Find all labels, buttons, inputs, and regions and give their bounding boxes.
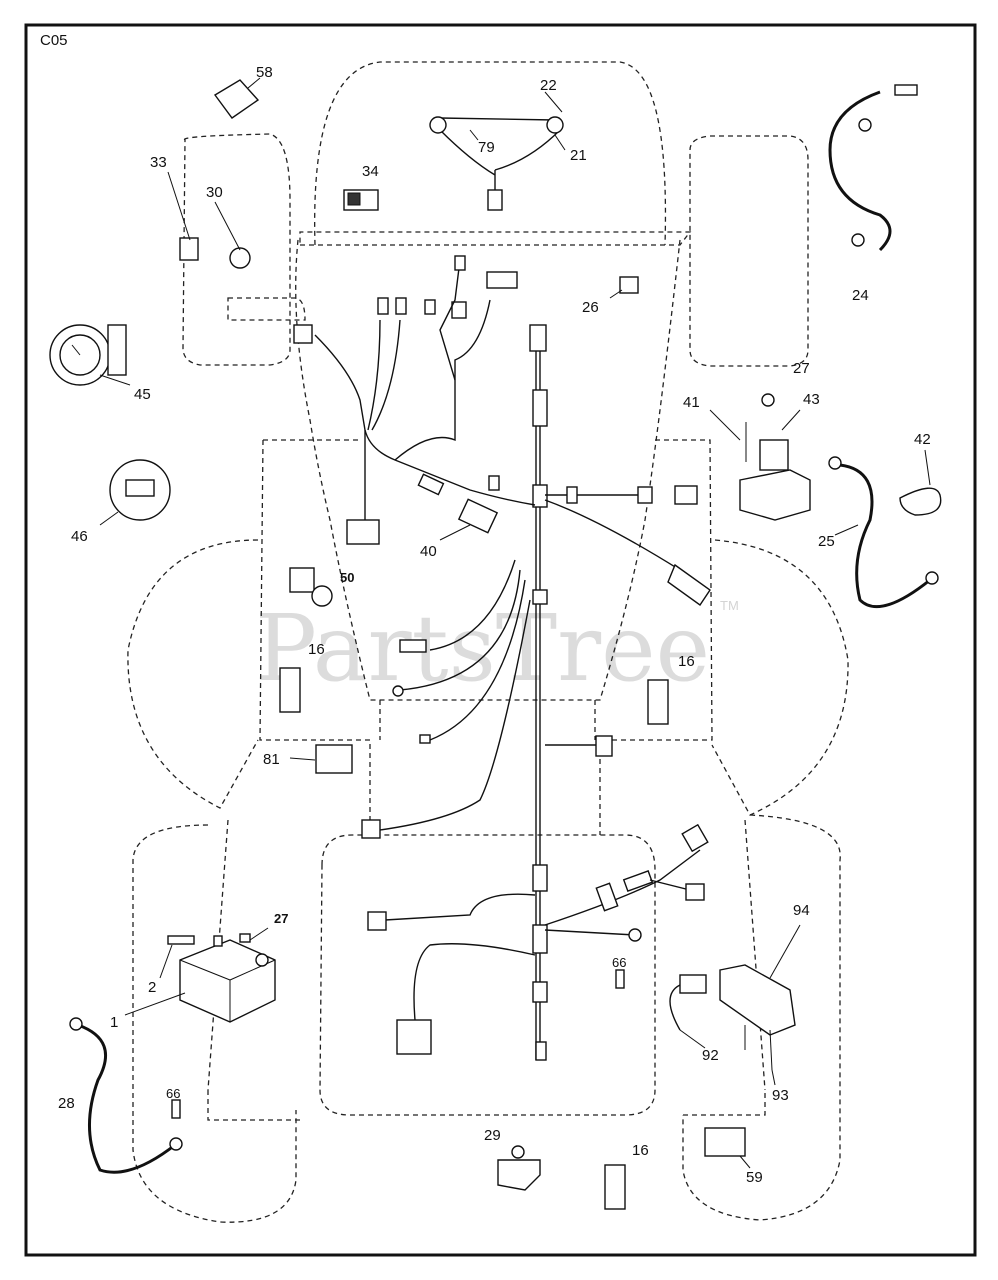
callout-21: 21	[570, 147, 587, 164]
callout-66-left: 66	[166, 1086, 180, 1101]
callout-26: 26	[582, 299, 599, 316]
part-94-92-93-module	[669, 924, 801, 1086]
watermark-tm: TM	[720, 598, 739, 613]
part-28-cable	[69, 1017, 183, 1174]
callout-93: 93	[772, 1087, 789, 1104]
callout-28: 28	[58, 1095, 75, 1112]
part-33-30-ignition	[167, 171, 251, 269]
callout-29: 29	[484, 1127, 501, 1144]
part-24-cable	[828, 84, 918, 252]
callout-16-right: 16	[678, 653, 695, 670]
part-42-25-cable	[828, 449, 942, 609]
callout-66-right: 66	[612, 955, 626, 970]
callout-22: 22	[540, 77, 557, 94]
part-50-switch	[289, 567, 333, 607]
callout-25: 25	[818, 533, 835, 550]
callout-50: 50	[340, 570, 354, 585]
callout-58: 58	[256, 64, 273, 81]
callout-34: 34	[362, 163, 379, 180]
part-66-bolts	[171, 969, 625, 1119]
main-harness	[293, 255, 711, 1061]
part-34-switch	[343, 189, 379, 211]
diagram-border	[24, 23, 977, 1257]
callout-94: 94	[793, 902, 810, 919]
callout-42: 42	[914, 431, 931, 448]
callout-41: 41	[683, 394, 700, 411]
part-1-battery	[124, 927, 276, 1023]
callout-45: 45	[134, 386, 151, 403]
part-58-decal	[213, 77, 261, 119]
callout-46: 46	[71, 528, 88, 545]
part-45-gauge	[49, 324, 131, 386]
part-81-relay	[289, 744, 353, 774]
callout-40: 40	[420, 543, 437, 560]
callout-92: 92	[702, 1047, 719, 1064]
part-22-21-79-headlights	[429, 91, 566, 211]
callout-30: 30	[206, 184, 223, 201]
callout-24: 24	[852, 287, 869, 304]
callout-33: 33	[150, 154, 167, 171]
callout-43: 43	[803, 391, 820, 408]
callout-16-left: 16	[308, 641, 325, 658]
callout-81: 81	[263, 751, 280, 768]
callout-59: 59	[746, 1169, 763, 1186]
callout-1: 1	[110, 1014, 118, 1031]
part-29-switch	[497, 1145, 541, 1191]
part-59-module	[704, 1127, 751, 1169]
watermark: PartsTree	[255, 595, 710, 702]
callout-27-top: 27	[793, 360, 810, 377]
part-43-41-27-solenoid	[709, 393, 811, 521]
part-46-hourmeter	[99, 459, 171, 526]
callout-27-battery: 27	[274, 911, 288, 926]
callout-2: 2	[148, 979, 156, 996]
callout-79: 79	[478, 139, 495, 156]
part-40-leader	[439, 524, 471, 541]
page-ref-code: C05	[40, 32, 68, 49]
callout-labels: 58 22 79 21 34 33 30 24 26 45 27 41 43 4…	[58, 64, 931, 1186]
part-26-fuse	[609, 276, 639, 299]
callout-16-bottom: 16	[632, 1142, 649, 1159]
part-16-switches	[279, 667, 669, 1210]
